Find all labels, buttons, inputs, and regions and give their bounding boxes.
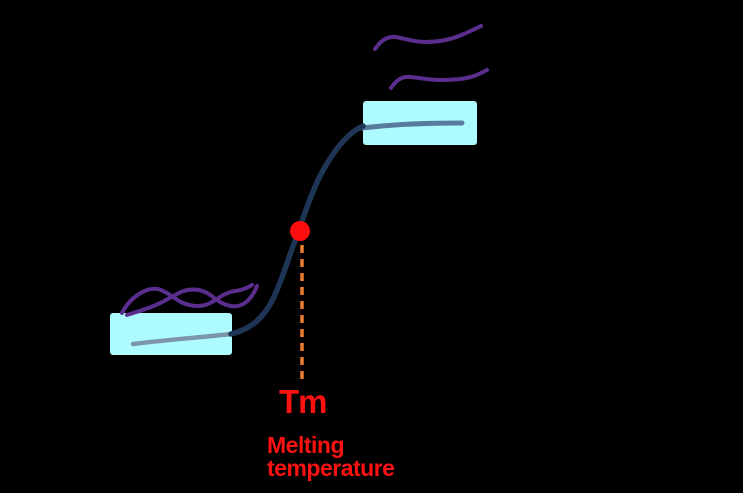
curve-baseline-low: [130, 331, 234, 347]
melting-temperature-line2: temperature: [267, 455, 395, 481]
melting-temperature-line1: Melting: [267, 432, 345, 458]
melting-temperature-label: Melting temperature: [267, 432, 395, 481]
intertwined-strand-2: [125, 284, 259, 317]
tm-label: Tm: [279, 383, 327, 420]
intertwined-strand-1: [120, 283, 254, 315]
separated-strand-1: [373, 24, 483, 51]
midpoint-dot: [290, 221, 310, 241]
curve-plateau-high: [359, 120, 465, 131]
separated-strand-2: [389, 68, 489, 90]
